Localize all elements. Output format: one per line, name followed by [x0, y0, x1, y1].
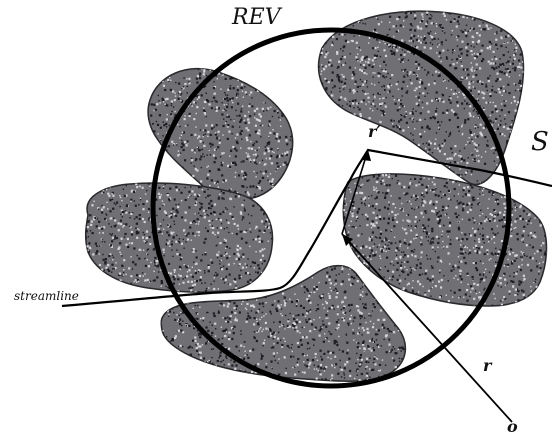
origin-label: o — [507, 417, 518, 436]
r-label: r — [483, 356, 493, 375]
grain-top-right — [312, 8, 530, 194]
r-prime-label: r′ — [368, 122, 381, 141]
grain-left — [82, 180, 278, 298]
rev-label: REV — [231, 5, 283, 30]
surface-label: S — [531, 127, 549, 157]
streamline-label: streamline — [14, 289, 79, 303]
grain-right — [342, 170, 551, 310]
grain-right-body — [343, 174, 546, 306]
